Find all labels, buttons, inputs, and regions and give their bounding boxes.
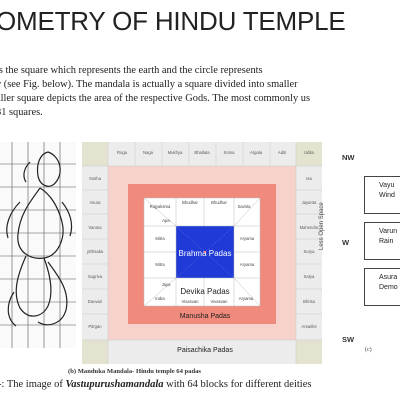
manusha-padas-label: Manusha Padas xyxy=(180,313,231,320)
pada-label: Aryama xyxy=(239,296,254,301)
pada-label: Bhrisa xyxy=(303,299,316,304)
direction-nw: NW xyxy=(342,153,355,162)
pada-label: Varuna xyxy=(88,225,102,230)
pada-label: Pitrgan xyxy=(88,324,102,329)
brahma-padas-label: Brahma Padas xyxy=(179,249,232,258)
corner-cell-ne xyxy=(296,142,322,166)
pada-label: Udita xyxy=(304,150,314,155)
paragraph-line-1: is the square which represents the earth… xyxy=(0,65,263,76)
pada-label: Bhudhar xyxy=(182,200,198,205)
paisachika-padas-label: Paisachika Padas xyxy=(177,347,233,354)
corner-cell-nw xyxy=(82,142,108,166)
paragraph-line-3: aller square depicts the area of the res… xyxy=(0,93,311,104)
less-open-space-label: Less Open Space xyxy=(319,202,325,250)
corner-cell-sw xyxy=(82,340,108,364)
pada-label: Aryama xyxy=(240,262,255,267)
pada-label: Aryama xyxy=(240,236,255,241)
figure-caption: -: The image of Vastupurushamandala with… xyxy=(0,379,311,390)
pada-label: Mitra xyxy=(155,236,165,241)
pada-label: Aditi xyxy=(278,150,286,155)
paragraph-line-2: y (see Fig. below). The mandala is actua… xyxy=(0,79,298,90)
paragraph-line-4: 81 squares. xyxy=(0,107,43,118)
corner-cell-se xyxy=(296,340,322,364)
devika-padas-label: Devika Padas xyxy=(180,287,229,296)
caption-italic-term: Vastupurushamandala xyxy=(65,379,164,390)
pada-label: Mukhya xyxy=(168,150,183,155)
box-line: Asura xyxy=(379,274,398,281)
manduka-mandala-grid: .t { font-family:"Liberation Sans", sans… xyxy=(82,142,322,364)
pada-label: yDhsaka xyxy=(87,249,104,254)
pada-label: Dauvari xyxy=(88,299,102,304)
pada-label: Bhallata xyxy=(194,150,210,155)
pada-label: Sosha xyxy=(89,176,102,181)
orientation-figure: NW W SW Vayu Wind Varun Rain Asura Demo xyxy=(326,142,400,360)
direction-sw: SW xyxy=(342,335,355,344)
vayu-wind-box: Vayu Wind xyxy=(364,176,400,214)
slide-title: OMETRY OF HINDU TEMPLE xyxy=(0,6,346,36)
pada-label: Savitra xyxy=(237,204,251,209)
pada-label: Vivasvan xyxy=(211,299,229,304)
pada-label: Vivasvan xyxy=(182,299,200,304)
pada-label: Bhudhar xyxy=(211,200,227,205)
figure-b-caption: (b) Manduka Mandala- Hindu temple 64 pad… xyxy=(68,368,202,375)
direction-w: W xyxy=(342,238,350,247)
asura-demon-box: Asura Demo xyxy=(364,268,400,306)
box-line: Vayu xyxy=(379,182,395,189)
box-line: Wind xyxy=(379,192,395,199)
pada-label: Indra xyxy=(155,296,165,301)
vastupurusha-sketch-figure xyxy=(0,142,76,348)
pada-label: Asura xyxy=(90,200,102,205)
box-line: Demo xyxy=(379,284,398,291)
box-line: Varun xyxy=(379,228,398,235)
pada-label: Surya xyxy=(304,249,316,254)
pada-label: Roga xyxy=(117,150,128,155)
pada-label: Apa xyxy=(162,218,170,223)
pada-label: Rajyaksma xyxy=(150,204,171,209)
pada-label: Jayanta xyxy=(302,200,317,205)
pada-label: Naga xyxy=(143,150,154,155)
pada-label: Mitra xyxy=(155,262,165,267)
pada-label: Antariks xyxy=(301,324,316,329)
figure-c-label: (c) xyxy=(365,347,372,353)
caption-suffix: with 64 blocks for different deities xyxy=(163,379,312,390)
pada-label: Mahendra xyxy=(300,225,320,230)
pada-label: Argala xyxy=(250,150,263,155)
pada-label: Satya xyxy=(304,274,315,279)
caption-prefix: -: The image of xyxy=(0,379,66,390)
pada-label: Soma xyxy=(224,150,236,155)
varun-rain-box: Varun Rain xyxy=(364,222,400,260)
pada-label: Isa xyxy=(306,176,312,181)
box-line: Rain xyxy=(379,238,394,245)
pada-label: Jaya xyxy=(162,282,172,287)
brahma-center-point xyxy=(203,250,207,254)
pada-label: Sugriva xyxy=(88,274,103,279)
